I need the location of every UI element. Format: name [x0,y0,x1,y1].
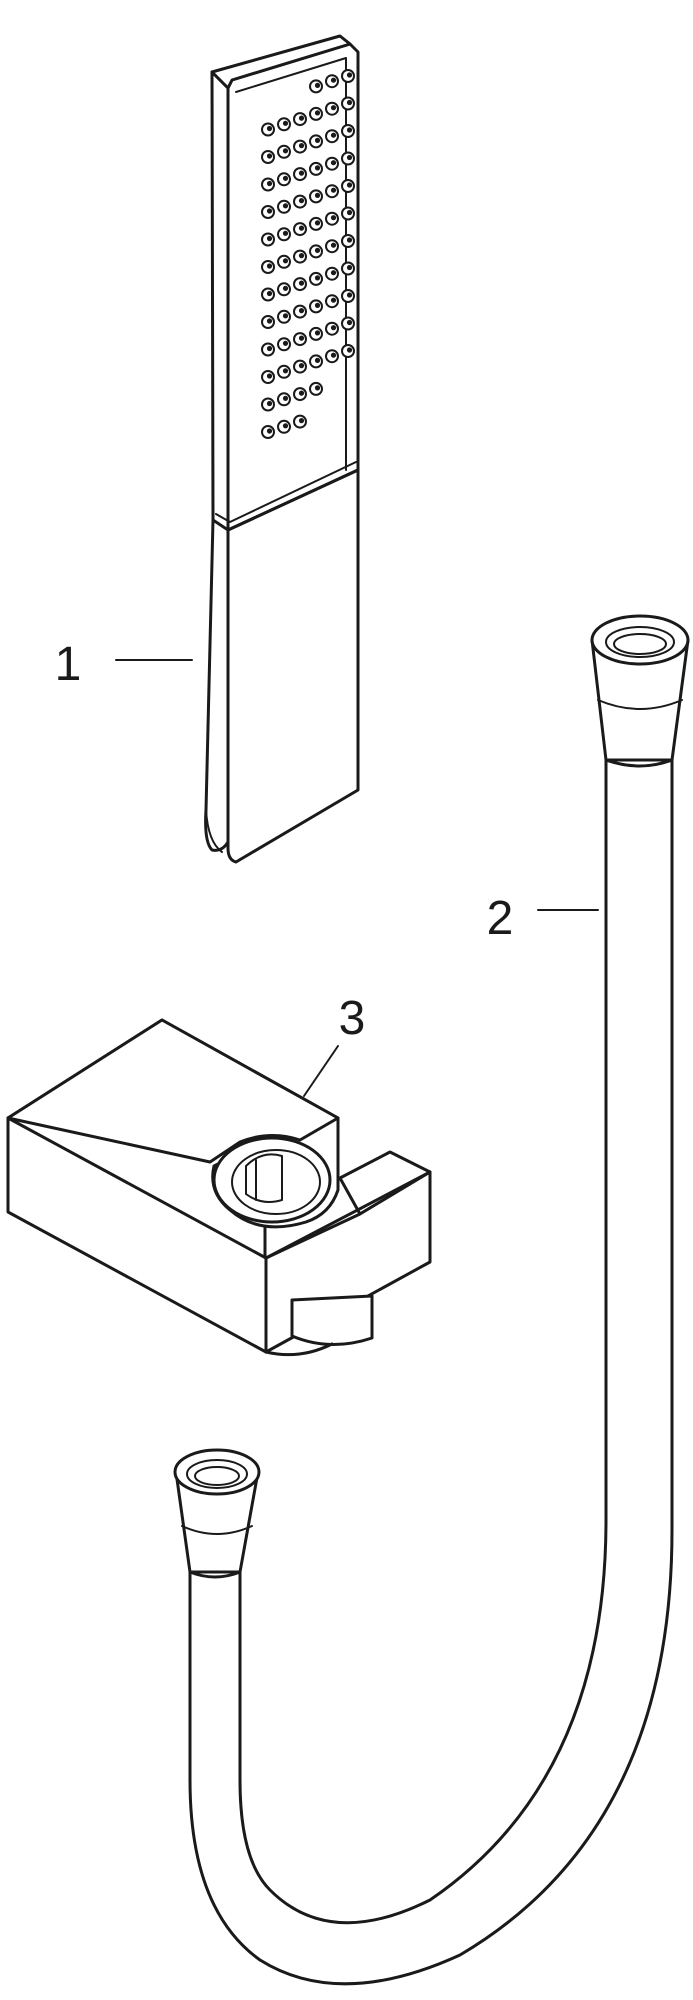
spray-nozzle-hole [314,220,321,226]
spray-nozzle-hole [298,225,305,231]
spray-nozzle-hole [266,290,273,297]
callout-1: 1 [55,638,193,691]
spray-nozzle-hole [330,242,337,248]
spray-nozzle-hole [282,148,289,154]
spray-nozzle-hole [282,285,289,291]
spray-nozzle-hole [266,235,273,242]
spray-nozzle-hole [346,182,353,188]
spray-nozzle-hole [266,153,273,159]
spray-nozzle-field [261,69,355,439]
callout-2: 2 [487,892,599,945]
spray-nozzle-hole [298,143,305,149]
spray-nozzle-hole [266,345,273,352]
spray-nozzle-hole [314,330,321,336]
spray-nozzle-hole [346,264,353,271]
spray-nozzle-hole [314,275,321,281]
spray-nozzle-hole [314,137,321,143]
spray-nozzle-hole [314,302,321,308]
spray-nozzle-hole [298,418,305,424]
spray-nozzle-hole [346,209,353,216]
spray-nozzle-hole [298,198,305,204]
spray-nozzle-hole [346,127,353,133]
spray-nozzle-hole [346,319,353,326]
spray-nozzle-hole [314,165,321,171]
spray-nozzle-hole [314,82,321,88]
spray-nozzle-hole [266,208,273,214]
spray-nozzle-hole [314,110,321,116]
hand-shower [204,34,360,864]
spray-nozzle-hole [266,125,273,132]
leader-line-3 [303,1045,339,1097]
spray-nozzle-hole [298,390,305,396]
wall-holder [6,1018,432,1357]
spray-nozzle-hole [330,132,337,138]
spray-nozzle-hole [282,175,289,181]
spray-nozzle-hole [298,280,305,286]
spray-nozzle-hole [266,263,273,269]
spray-nozzle-hole [282,230,289,236]
spray-nozzle-hole [282,203,289,209]
spray-nozzle-hole [330,105,337,111]
spray-nozzle-hole [282,258,289,264]
callout-3: 3 [303,992,366,1097]
spray-nozzle-hole [282,340,289,346]
spray-nozzle-hole [266,400,273,407]
spray-nozzle-hole [346,154,353,161]
spray-nozzle-hole [330,187,337,193]
spray-nozzle-hole [330,270,337,276]
spray-nozzle-hole [346,99,353,106]
spray-nozzle-hole [298,363,305,369]
spray-nozzle-hole [266,373,273,379]
callout-1-label: 1 [55,638,82,691]
callout-3-label: 3 [339,992,366,1045]
spray-nozzle-hole [266,318,273,324]
spray-nozzle-hole [330,325,337,331]
spray-nozzle-hole [330,297,337,303]
shower-hose [173,614,690,1986]
callout-2-label: 2 [487,892,514,945]
spray-nozzle-hole [330,160,337,166]
spray-nozzle-hole [282,368,289,374]
spray-nozzle-hole [298,253,305,259]
spray-nozzle-hole [314,357,321,363]
spray-nozzle-hole [314,192,321,198]
spray-nozzle-hole [314,385,321,391]
spray-nozzle-hole [346,292,353,298]
spray-nozzle-hole [282,313,289,319]
spray-nozzle-hole [298,308,305,314]
spray-nozzle-hole [266,180,273,187]
spray-nozzle-hole [330,352,337,358]
spray-nozzle-hole [330,215,337,221]
hose-bottom-nut [173,1448,261,1579]
spray-nozzle-hole [298,335,305,341]
spray-nozzle-hole [346,237,353,243]
spray-nozzle-hole [282,423,289,429]
spray-nozzle-hole [298,170,305,176]
spray-nozzle-hole [282,395,289,401]
spray-nozzle-hole [346,72,353,78]
spray-nozzle-hole [282,120,289,126]
spray-nozzle-hole [298,115,305,121]
spray-nozzle-hole [266,428,273,434]
spray-nozzle-hole [314,247,321,253]
spray-nozzle-hole [346,347,353,353]
spray-nozzle-hole [330,77,337,83]
hose-top-nut [590,614,690,768]
